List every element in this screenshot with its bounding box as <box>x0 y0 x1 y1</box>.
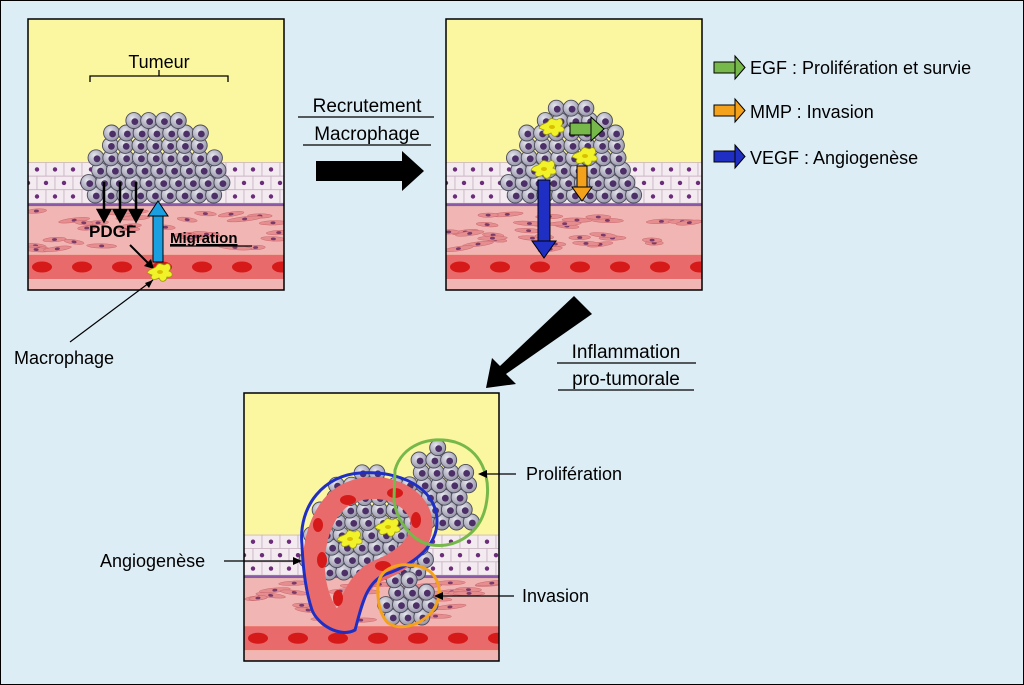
panel-2-macrophage-right <box>571 147 598 166</box>
macrophage-cell <box>146 263 173 282</box>
panel-3-neovessel <box>302 476 433 631</box>
panel-3-pro-tumoral-inflammation <box>244 393 499 661</box>
panel-3-macrophage-left <box>336 530 363 549</box>
angiogenesis-outline <box>300 471 439 634</box>
panel-2-macrophage-top <box>538 118 565 137</box>
macrophage-pointer <box>69 279 154 343</box>
macrophage-label: Macrophage <box>14 348 114 368</box>
invasion-label: Invasion <box>522 586 589 606</box>
recruitment-label-line1: Recrutement <box>313 96 422 117</box>
legend-arrow-egf <box>713 54 746 81</box>
panel-2-tumor-with-macrophages <box>446 19 702 290</box>
pdgf-pointer-arrow <box>129 244 154 269</box>
recruitment-label-line2: Macrophage <box>314 124 420 145</box>
legend-item-egf: EGF : Prolifération et survie <box>713 54 971 81</box>
recruitment-arrow <box>316 151 424 191</box>
panel-2-vegf-arrow <box>531 179 557 259</box>
pdgf-arrows <box>95 182 145 224</box>
proliferation-outline <box>392 438 489 547</box>
panel-1-tumor-mass <box>80 112 231 204</box>
inflammation-label-line2: pro-tumorale <box>572 369 680 390</box>
migration-label: Migration <box>170 230 238 247</box>
panel-2-mmp-arrow <box>571 165 593 202</box>
legend-arrow-mmp <box>713 97 746 124</box>
panel-2-border <box>445 18 703 291</box>
legend-label-vegf: VEGF : Angiogenèse <box>750 148 918 168</box>
angiogenesis-label: Angiogenèse <box>100 551 205 571</box>
invasion-pointer-head <box>434 592 443 600</box>
tumor-bracket <box>89 70 229 82</box>
panel-1-border <box>27 18 285 291</box>
panel-2-macrophage-left <box>530 160 557 179</box>
tumor-label: Tumeur <box>128 52 189 72</box>
migration-arrow <box>147 200 169 263</box>
macrophage-pointer-head <box>145 280 153 288</box>
panel-3-macrophage-right <box>374 518 401 537</box>
panel-3-neovessel-red-cells <box>313 488 421 606</box>
proliferation-pointer-head <box>478 470 487 478</box>
legend-arrow-vegf <box>713 143 746 170</box>
inflammation-arrow <box>486 296 592 388</box>
angiogenesis-pointer-head <box>293 557 302 565</box>
panel-2-egf-arrow <box>569 115 605 143</box>
invasion-outline <box>376 563 441 629</box>
legend: EGF : Prolifération et survie MMP : Inva… <box>713 54 971 170</box>
proliferation-label: Prolifération <box>526 464 622 484</box>
legend-label-egf: EGF : Prolifération et survie <box>750 58 971 78</box>
legend-item-vegf: VEGF : Angiogenèse <box>713 143 918 170</box>
legend-item-mmp: MMP : Invasion <box>713 97 874 124</box>
inflammation-label-line1: Inflammation <box>572 342 681 363</box>
panel-3-border <box>243 392 500 662</box>
pdgf-label: PDGF <box>89 222 136 241</box>
legend-label-mmp: MMP : Invasion <box>750 102 874 122</box>
